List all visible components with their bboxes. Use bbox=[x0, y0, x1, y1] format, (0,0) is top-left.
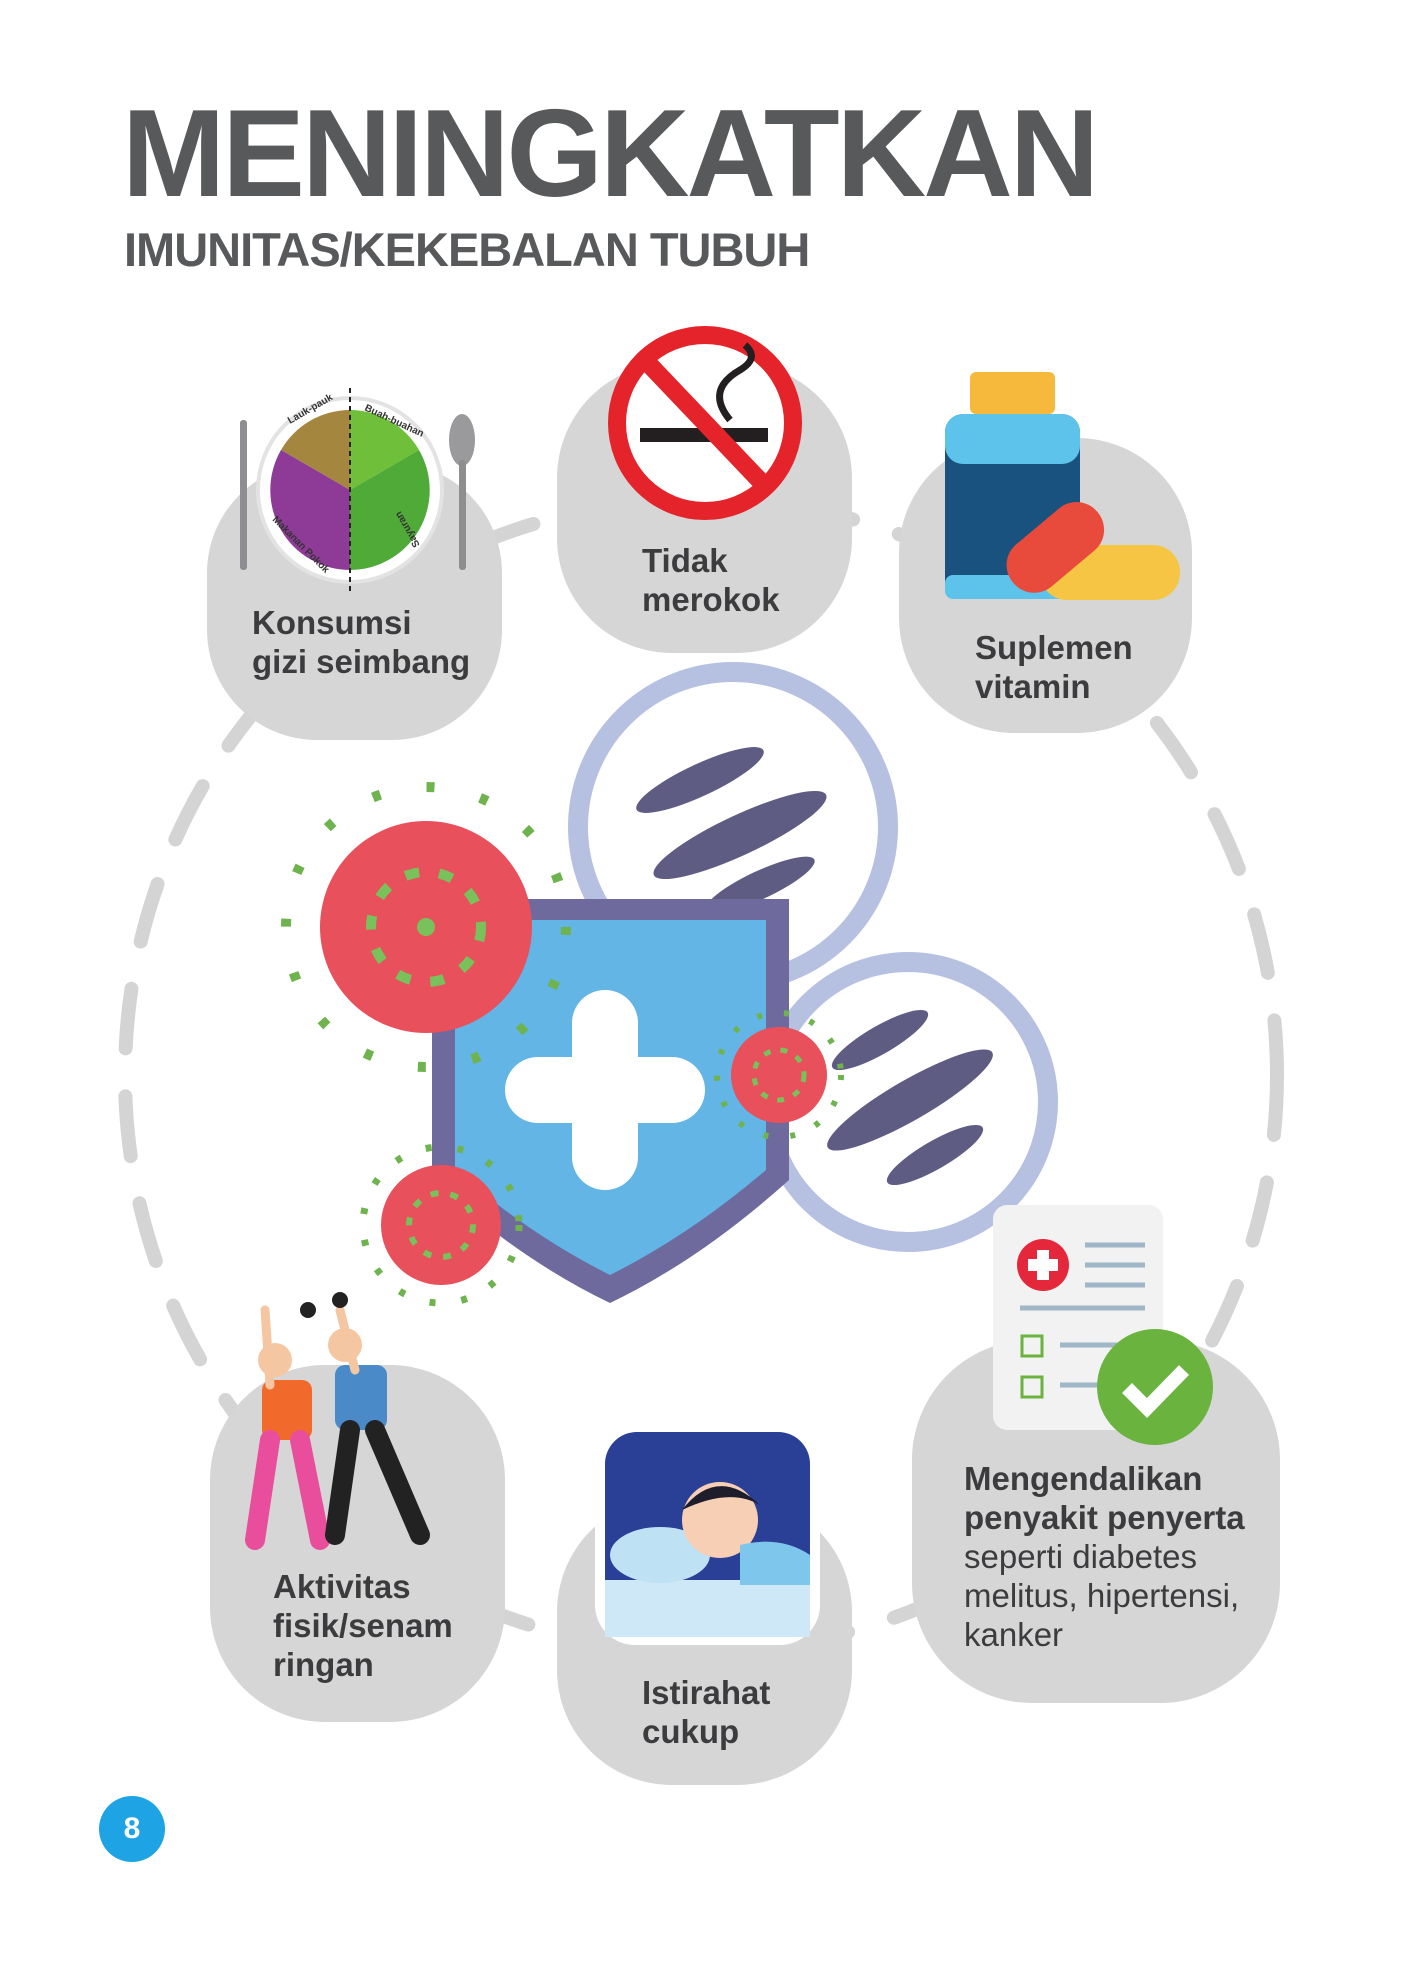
virus-icon-large bbox=[281, 782, 571, 1072]
label-line: fisik/senam bbox=[273, 1607, 453, 1644]
label-no-smoking: Tidak merokok bbox=[642, 541, 780, 619]
label-detail: melitus, hipertensi, bbox=[964, 1577, 1240, 1614]
label-vitamin: Suplemen vitamin bbox=[975, 628, 1133, 706]
label-line: merokok bbox=[642, 581, 780, 618]
label-line: Suplemen bbox=[975, 629, 1133, 666]
label-rest: Istirahat cukup bbox=[642, 1673, 770, 1751]
label-comorbid: Mengendalikan penyakit penyerta seperti … bbox=[964, 1459, 1245, 1654]
label-line: ringan bbox=[273, 1646, 374, 1683]
page-subtitle: IMUNITAS/KEKEBALAN TUBUH bbox=[124, 223, 810, 276]
label-line: Mengendalikan bbox=[964, 1460, 1203, 1497]
label-line: penyakit penyerta bbox=[964, 1499, 1245, 1536]
page-title: MENINGKATKAN bbox=[122, 85, 1099, 223]
label-nutrition: Konsumsi gizi seimbang bbox=[252, 603, 470, 681]
spoon-icon bbox=[449, 414, 475, 466]
sleeping-icon bbox=[595, 1425, 820, 1645]
label-line: Aktivitas bbox=[273, 1568, 411, 1605]
label-line: gizi seimbang bbox=[252, 643, 471, 680]
label-line: Istirahat bbox=[642, 1674, 771, 1711]
label-exercise: Aktivitas fisik/senam ringan bbox=[273, 1567, 453, 1684]
virus-icon-small bbox=[714, 1010, 844, 1140]
check-circle-icon bbox=[1097, 1329, 1213, 1445]
fork-icon bbox=[240, 420, 247, 570]
balanced-plate-icon: Lauk-pauk Buah-buahan Makanan Pokok Sayu… bbox=[240, 388, 475, 595]
label-line: vitamin bbox=[975, 668, 1091, 705]
label-line: Konsumsi bbox=[252, 604, 412, 641]
medical-checklist-icon bbox=[993, 1205, 1213, 1445]
vitamin-bottle-icon bbox=[945, 372, 1180, 600]
virus-icon-medium bbox=[359, 1143, 523, 1307]
exercise-icon bbox=[245, 1292, 430, 1550]
label-line: cukup bbox=[642, 1713, 740, 1750]
label-detail: seperti diabetes bbox=[964, 1538, 1197, 1575]
shield-icon bbox=[432, 899, 789, 1303]
bubble-exercise bbox=[210, 1365, 505, 1722]
label-detail: kanker bbox=[964, 1616, 1064, 1653]
page-number-badge: 8 bbox=[99, 1796, 165, 1862]
no-smoking-icon bbox=[608, 326, 802, 520]
label-line: Tidak bbox=[642, 542, 728, 579]
